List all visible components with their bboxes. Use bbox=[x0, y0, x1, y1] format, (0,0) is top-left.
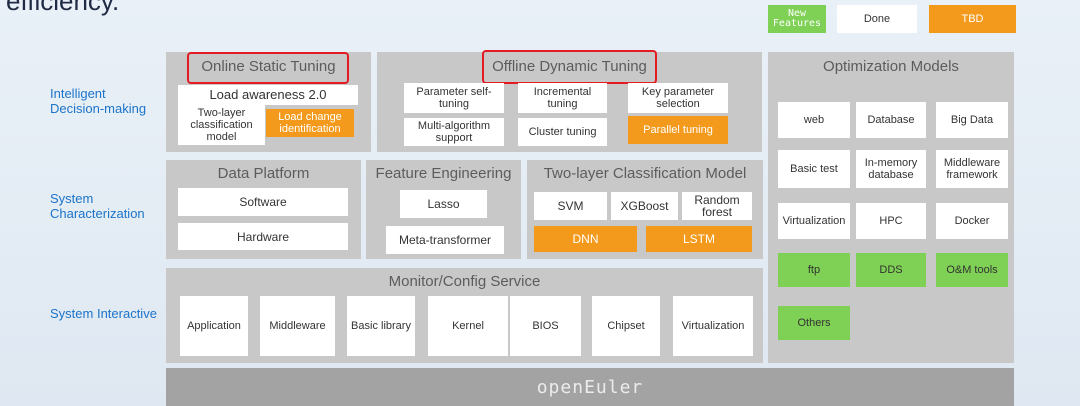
optimization-models-title: Optimization Models bbox=[823, 58, 959, 75]
cluster-tuning-card: Cluster tuning bbox=[518, 118, 607, 146]
layer-label-characterization: System Characterization bbox=[50, 191, 145, 221]
incremental-tuning-card: Incremental tuning bbox=[518, 83, 607, 113]
model-in-memory-database: In-memory database bbox=[856, 150, 926, 188]
model-database: Database bbox=[856, 102, 926, 138]
parameter-self-tuning-card: Parameter self-tuning bbox=[404, 83, 504, 113]
monitor-item-bios: BIOS bbox=[510, 296, 581, 356]
key-parameter-selection-card: Key parameter selection bbox=[628, 83, 728, 113]
svm-card: SVM bbox=[534, 192, 607, 220]
layer-label-intelligent: Intelligent Decision-making bbox=[50, 86, 147, 116]
monitor-item-kernel: Kernel bbox=[428, 296, 508, 356]
model-om-tools: O&M tools bbox=[936, 253, 1008, 287]
legend-done: Done bbox=[837, 5, 917, 33]
dnn-card: DNN bbox=[534, 226, 637, 252]
offline-dynamic-tuning-title: Offline Dynamic Tuning bbox=[492, 58, 647, 75]
model-hpc: HPC bbox=[856, 203, 926, 239]
monitor-item-basic-library: Basic library bbox=[347, 296, 415, 356]
model-others: Others bbox=[778, 306, 850, 340]
highlight-box-online bbox=[187, 52, 349, 84]
hardware-card: Hardware bbox=[178, 223, 348, 250]
model-dds: DDS bbox=[856, 253, 926, 287]
model-virtualization: Virtualization bbox=[778, 203, 850, 239]
online-static-tuning-title: Online Static Tuning bbox=[201, 58, 336, 75]
random-forest-card: Random forest bbox=[682, 192, 752, 220]
model-big-data: Big Data bbox=[936, 102, 1008, 138]
openeuler-footer: openEuler bbox=[166, 368, 1014, 406]
monitor-item-middleware: Middleware bbox=[260, 296, 335, 356]
monitor-item-application: Application bbox=[180, 296, 248, 356]
lasso-card: Lasso bbox=[400, 190, 487, 218]
highlight-box-offline bbox=[482, 50, 657, 84]
lstm-card: LSTM bbox=[646, 226, 752, 252]
header-text: efficiency. bbox=[6, 0, 120, 16]
load-change-identification-card: Load change identification bbox=[266, 109, 354, 137]
feature-engineering-title: Feature Engineering bbox=[375, 165, 512, 182]
layer-label-interactive: System Interactive bbox=[50, 306, 157, 321]
monitor-item-chipset: Chipset bbox=[592, 296, 660, 356]
model-basic-test: Basic test bbox=[778, 150, 850, 188]
model-docker: Docker bbox=[936, 203, 1008, 239]
legend-new-features: New Features bbox=[768, 5, 826, 33]
meta-transformer-card: Meta-transformer bbox=[386, 226, 504, 254]
model-ftp: ftp bbox=[778, 253, 850, 287]
legend-tbd: TBD bbox=[929, 5, 1016, 33]
software-card: Software bbox=[178, 188, 348, 216]
monitor-config-title: Monitor/Config Service bbox=[388, 273, 541, 290]
data-platform-title: Data Platform bbox=[217, 165, 310, 182]
model-web: web bbox=[778, 102, 850, 138]
classification-model-title: Two-layer Classification Model bbox=[543, 165, 747, 182]
two-layer-classification-card: Two-layer classification model bbox=[178, 105, 265, 145]
load-awareness-card: Load awareness 2.0 bbox=[178, 85, 358, 105]
parallel-tuning-card: Parallel tuning bbox=[628, 116, 728, 144]
model-middleware-framework: Middleware framework bbox=[936, 150, 1008, 188]
xgboost-card: XGBoost bbox=[611, 192, 678, 220]
multi-algorithm-support-card: Multi-algorithm support bbox=[404, 118, 504, 146]
monitor-item-virtualization: Virtualization bbox=[673, 296, 753, 356]
